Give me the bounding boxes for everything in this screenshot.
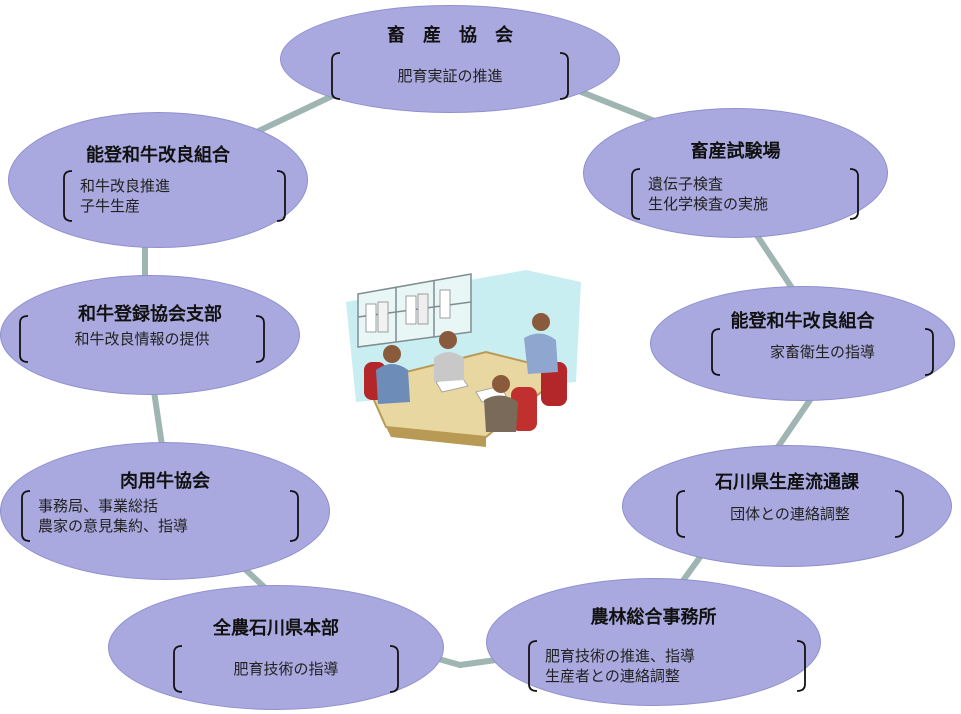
org-node-duty-line: 農家の意見集約、指導 bbox=[38, 517, 189, 535]
org-node-duties: 家畜衛生の指導 bbox=[710, 328, 935, 376]
org-node-nikuyogyu-kyokai: 肉用牛協会 bbox=[0, 442, 330, 580]
org-node-chikusan-kyokai: 畜 産 協 会 bbox=[280, 5, 620, 113]
org-node-duties: 肥育技術の指導 bbox=[172, 645, 400, 693]
bracket-left-icon bbox=[528, 640, 538, 692]
org-node-duty-line: 事務局、事業総括 bbox=[38, 497, 159, 515]
bracket-right-icon bbox=[894, 490, 904, 538]
org-node-duty-line: 家畜衛生の指導 bbox=[769, 343, 875, 361]
org-node-duty-line: 子牛生産 bbox=[80, 197, 141, 215]
bracket-left-icon bbox=[711, 328, 721, 376]
bracket-left-icon bbox=[631, 168, 641, 220]
org-node-title: 和牛登録協会支部 bbox=[78, 304, 222, 325]
org-node-duty-line: 和牛改良情報の提供 bbox=[74, 330, 210, 348]
bracket-left-icon bbox=[21, 490, 31, 542]
bracket-right-icon bbox=[255, 315, 265, 363]
bracket-right-icon bbox=[924, 328, 934, 376]
org-node-duty-line: 肥育技術の指導 bbox=[233, 660, 339, 678]
bracket-right-icon bbox=[289, 490, 299, 542]
org-node-noto-wagyu-kumiai-right: 能登和牛改良組合 bbox=[650, 286, 955, 401]
bracket-right-icon bbox=[276, 170, 286, 222]
bracket-left-icon bbox=[19, 315, 29, 363]
org-node-title: 全農石川県本部 bbox=[213, 618, 339, 639]
org-node-duty-line: 肥育技術の推進、指導 bbox=[545, 647, 696, 665]
bracket-right-icon bbox=[796, 640, 806, 692]
org-node-duties: 団体との連絡調整 bbox=[675, 490, 905, 538]
org-node-duty-line: 生化学検査の実施 bbox=[648, 195, 769, 213]
org-node-noto-wagyu-kumiai-left: 能登和牛改良組合 bbox=[8, 112, 308, 248]
org-node-duties: 肥育技術の推進、指導生産者との連絡調整 bbox=[527, 640, 807, 692]
org-node-title: 能登和牛改良組合 bbox=[86, 145, 230, 166]
org-node-duties: 事務局、事業総括農家の意見集約、指導 bbox=[20, 490, 300, 542]
bracket-left-icon bbox=[676, 490, 686, 538]
org-node-duties: 和牛改良推進子牛生産 bbox=[62, 170, 287, 222]
bracket-right-icon bbox=[389, 645, 399, 693]
org-node-duty-line: 団体との連絡調整 bbox=[730, 505, 850, 523]
org-node-wagyu-toroku-shibu: 和牛登録協会支部 bbox=[0, 275, 300, 395]
org-node-title: 畜産試験場 bbox=[690, 141, 781, 162]
meeting-clipart-icon bbox=[346, 270, 581, 447]
org-node-title: 畜 産 協 会 bbox=[387, 25, 513, 46]
org-node-duties: 肥育実証の推進 bbox=[330, 52, 570, 100]
org-node-zennoh-ishikawa: 全農石川県本部 bbox=[108, 585, 444, 710]
org-node-duty-line: 肥育実証の推進 bbox=[397, 67, 503, 85]
bracket-left-icon bbox=[63, 170, 73, 222]
org-node-duty-line: 和牛改良推進 bbox=[80, 177, 171, 195]
org-node-title: 能登和牛改良組合 bbox=[730, 311, 875, 332]
org-node-duty-line: 生産者との連絡調整 bbox=[545, 667, 680, 685]
org-node-title: 石川県生産流通課 bbox=[715, 472, 859, 493]
bracket-left-icon bbox=[331, 52, 341, 100]
org-node-duties: 和牛改良情報の提供 bbox=[18, 315, 266, 363]
bracket-left-icon bbox=[173, 645, 183, 693]
org-node-title: 肉用牛協会 bbox=[120, 471, 210, 492]
bracket-right-icon bbox=[559, 52, 569, 100]
org-node-duties: 遺伝子検査生化学検査の実施 bbox=[630, 168, 860, 220]
org-node-title: 農林総合事務所 bbox=[590, 607, 717, 628]
org-node-duty-line: 遺伝子検査 bbox=[648, 175, 724, 193]
org-node-norin-sogo-jimusho: 農林総合事務所 bbox=[486, 578, 821, 706]
bracket-right-icon bbox=[849, 168, 859, 220]
